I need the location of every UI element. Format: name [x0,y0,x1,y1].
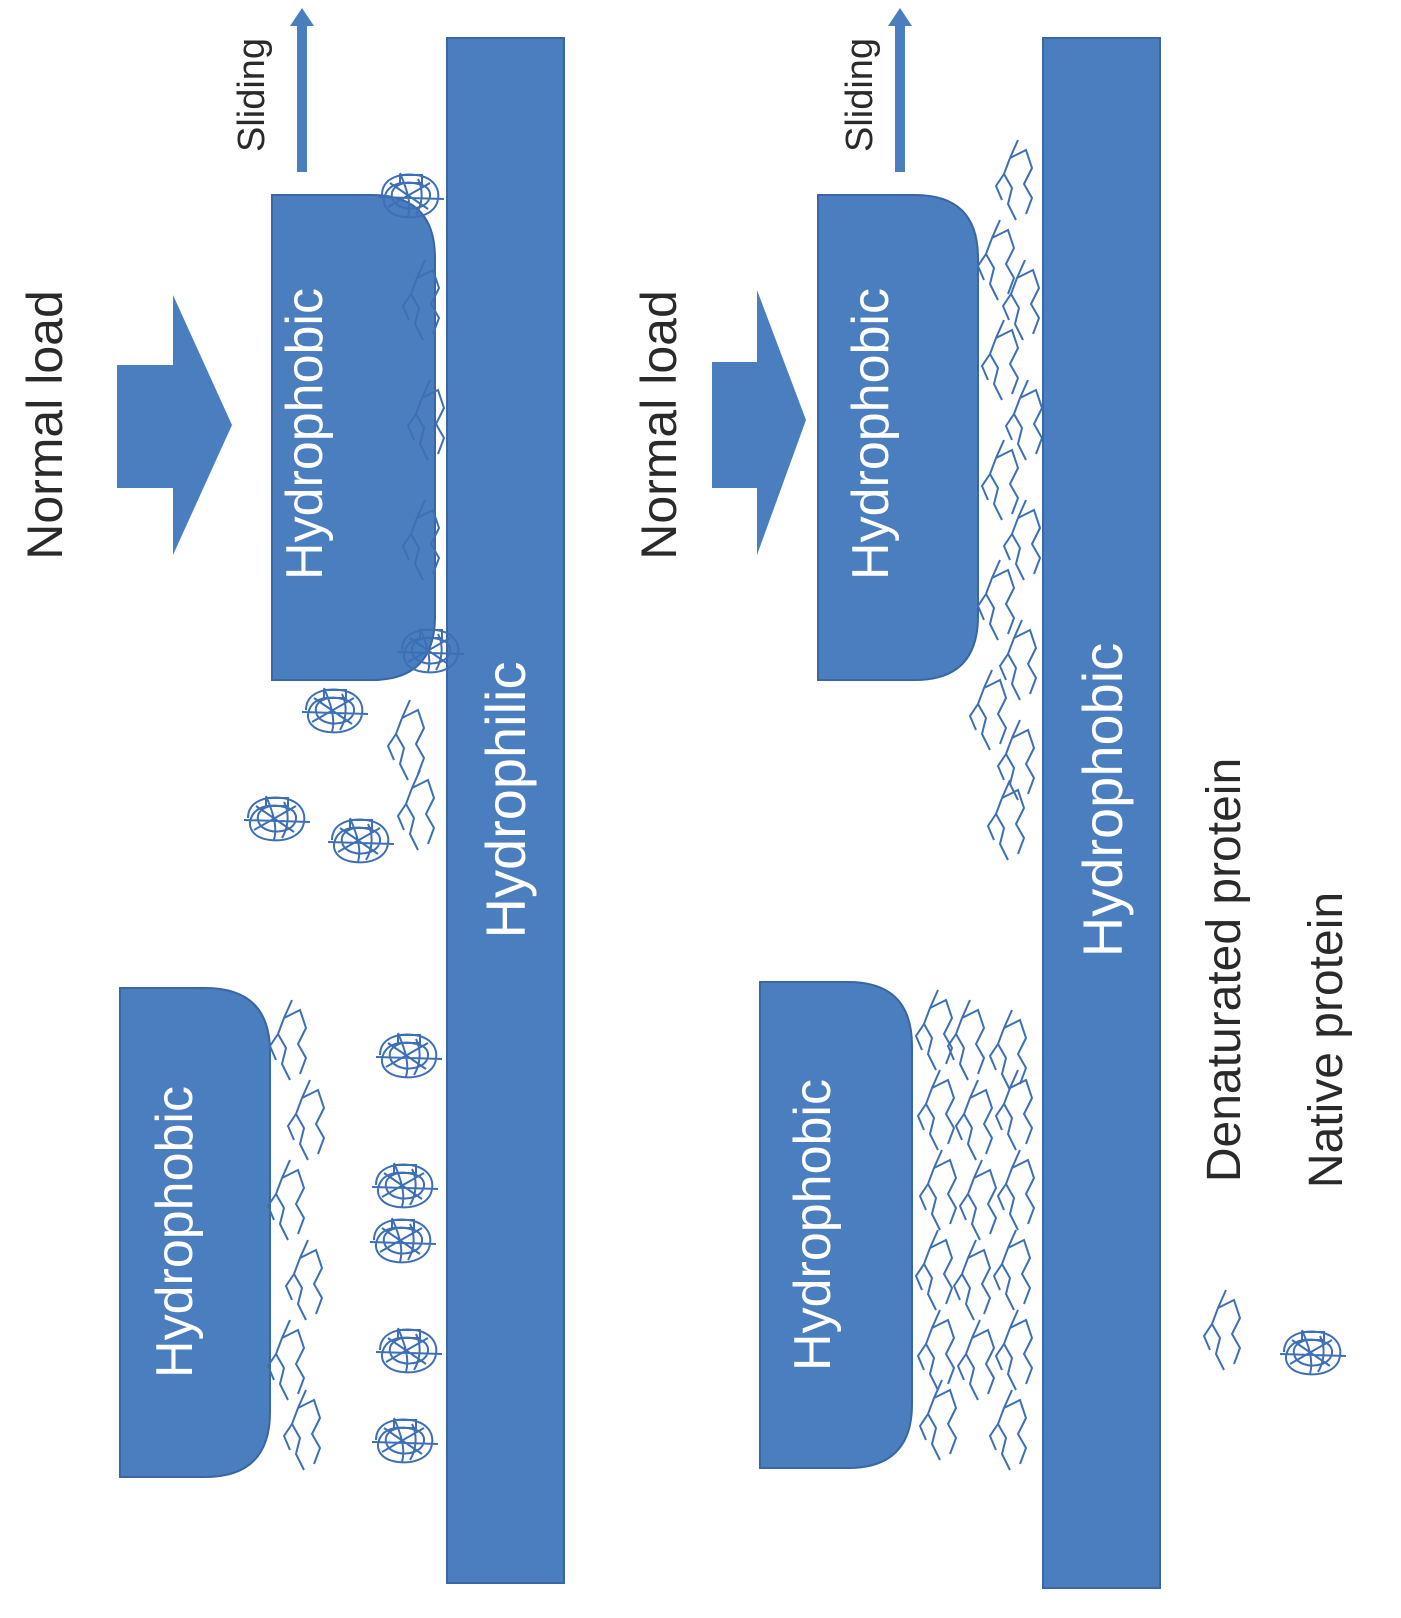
right-panel: Normal load Sliding Hydrophobic Hydropho… [631,8,1160,1588]
left-sliding-label: Sliding [231,38,273,152]
left-panel: Normal load Sliding Hydrophobic Hydropho… [17,8,564,1583]
left-native-proteins-plate [370,1033,442,1462]
left-top-block-label: Hydrophobic [276,288,334,580]
legend-native-label: Native protein [1300,892,1353,1188]
right-normal-load-label: Normal load [631,290,687,560]
left-normal-load-arrow [117,295,232,555]
left-sliding-arrowhead [290,8,314,26]
left-normal-load-label: Normal load [17,290,73,560]
left-bottom-block-label: Hydrophobic [146,1086,204,1378]
native-protein-legend-icon [1280,1330,1346,1374]
right-bottom-denatured-layer [916,990,1034,1470]
right-contact-denatured-layer [970,140,1042,860]
left-bottom-denatured-layer [268,1000,324,1470]
right-top-block-label: Hydrophobic [842,288,900,580]
denatured-protein-legend-icon [1204,1290,1240,1370]
right-plate-label: Hydrophobic [1071,643,1134,957]
left-plate-label: Hydrophilic [474,662,537,939]
right-normal-load-arrow [712,290,806,555]
legend: Denaturated protein Native protein [1198,758,1353,1375]
right-sliding-label: Sliding [839,38,881,152]
legend-denatured-label: Denaturated protein [1198,758,1251,1182]
right-bottom-block-label: Hydrophobic [784,1079,842,1371]
right-sliding-arrowhead [888,8,912,26]
